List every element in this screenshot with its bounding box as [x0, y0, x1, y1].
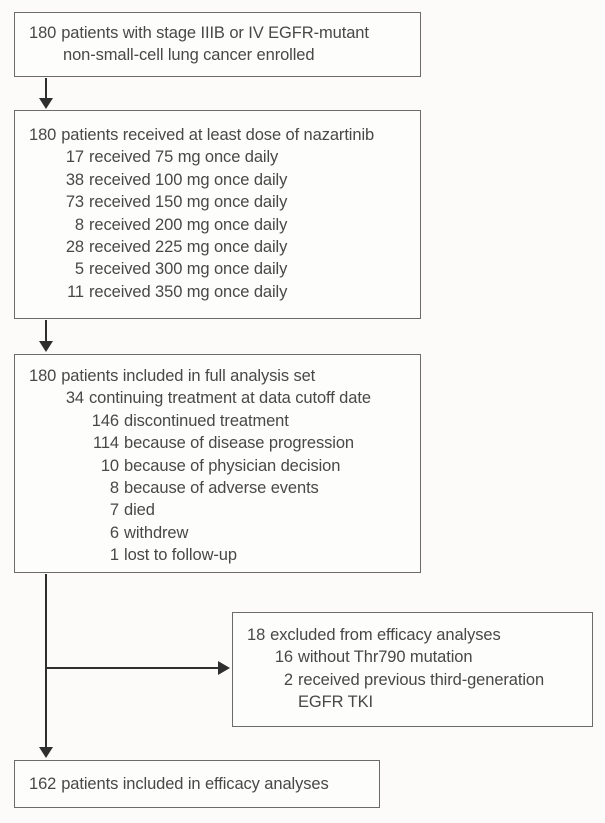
arrowhead-down-icon — [39, 341, 53, 352]
patient-count: 18 — [247, 626, 266, 644]
patient-count: 2 — [283, 670, 293, 689]
patient-count: 146 — [91, 411, 119, 430]
flow-text: patients with stage IIIB or IV EGFR-muta… — [61, 24, 369, 42]
patient-count: 180 — [29, 126, 57, 144]
arrowhead-right-icon — [218, 661, 230, 675]
patient-count: 8 — [74, 215, 84, 234]
flow-text: because of physician decision — [124, 456, 341, 475]
flow-text: died — [124, 501, 155, 520]
flow-line: 146 discontinued treatment — [29, 410, 412, 432]
flow-text: discontinued treatment — [124, 411, 289, 430]
flow-text: received 225 mg once daily — [89, 238, 288, 257]
flow-line: 16 without Thr790 mutation — [247, 646, 584, 668]
flow-line: 7 died — [29, 499, 412, 521]
patient-count: 8 — [109, 479, 119, 498]
flow-text: received previous third-generation — [298, 670, 545, 689]
flow-text: received 200 mg once daily — [89, 215, 288, 234]
patient-count: 34 — [65, 389, 84, 408]
patient-count: 162 — [29, 775, 57, 793]
flow-line: 17 received 75 mg once daily — [29, 146, 412, 168]
patient-count: 6 — [109, 523, 119, 542]
patient-count: 1 — [109, 546, 119, 565]
patient-count: 114 — [92, 434, 119, 453]
flow-line: EGFR TKI — [247, 691, 584, 713]
flow-line: 8 because of adverse events — [29, 477, 412, 499]
connector-branch-to-excluded — [45, 667, 218, 669]
flow-text: received 100 mg once daily — [89, 170, 288, 189]
flow-line: 5 received 300 mg once daily — [29, 258, 412, 280]
connector-dosing-to-analysis — [45, 320, 47, 341]
flow-line: 10 because of physician decision — [29, 455, 412, 477]
flow-line: 114 because of disease progression — [29, 432, 412, 454]
flow-text: because of disease progression — [124, 434, 354, 453]
patient-count: 16 — [274, 648, 293, 667]
flow-line: 2 received previous third-generation — [247, 669, 584, 691]
flow-line: 34 continuing treatment at data cutoff da… — [29, 387, 412, 409]
flow-line: 73 received 150 mg once daily — [29, 191, 412, 213]
flow-line: 28 received 225 mg once daily — [29, 236, 412, 258]
flow-text: withdrew — [124, 523, 189, 542]
patient-count: 73 — [65, 193, 84, 212]
flow-text: received 75 mg once daily — [89, 148, 279, 167]
flow-line: 38 received 100 mg once daily — [29, 169, 412, 191]
flow-text: lost to follow-up — [124, 546, 237, 565]
patient-count: 38 — [65, 170, 84, 189]
patient-count: 10 — [100, 456, 119, 475]
arrowhead-down-icon — [39, 98, 53, 109]
flow-text: because of adverse events — [124, 479, 319, 498]
patient-count: 180 — [29, 24, 57, 42]
flow-text: without Thr790 mutation — [298, 648, 473, 667]
flow-text: excluded from efficacy analyses — [270, 626, 501, 644]
flow-text: EGFR TKI — [298, 693, 373, 712]
connector-enrolled-to-dosing — [45, 78, 47, 99]
flow-text: received 150 mg once daily — [89, 193, 288, 212]
flow-line: non-small-cell lung cancer enrolled — [29, 44, 412, 66]
patient-count: 180 — [29, 367, 57, 385]
connector-analysis-to-efficacy — [45, 574, 47, 747]
flow-text: non-small-cell lung cancer enrolled — [63, 46, 315, 65]
patient-count: 17 — [65, 148, 84, 167]
flow-text: received 300 mg once daily — [89, 260, 288, 279]
flow-line: 8 received 200 mg once daily — [29, 214, 412, 236]
flow-line: 11 received 350 mg once daily — [29, 281, 412, 303]
flow-text: patients included in full analysis set — [61, 367, 316, 385]
patient-count: 7 — [109, 501, 119, 520]
flow-text: received 350 mg once daily — [89, 282, 288, 301]
arrowhead-down-icon — [39, 747, 53, 758]
flow-text: patients received at least dose of nazar… — [61, 126, 375, 144]
flow-line: 6 withdrew — [29, 522, 412, 544]
patient-count: 5 — [74, 260, 84, 279]
patient-count: 11 — [67, 282, 84, 301]
flow-line: 1 lost to follow-up — [29, 544, 412, 566]
patient-count: 28 — [65, 238, 84, 257]
flow-text: continuing treatment at data cutoff date — [89, 389, 371, 408]
flow-text: patients included in efficacy analyses — [61, 775, 329, 793]
